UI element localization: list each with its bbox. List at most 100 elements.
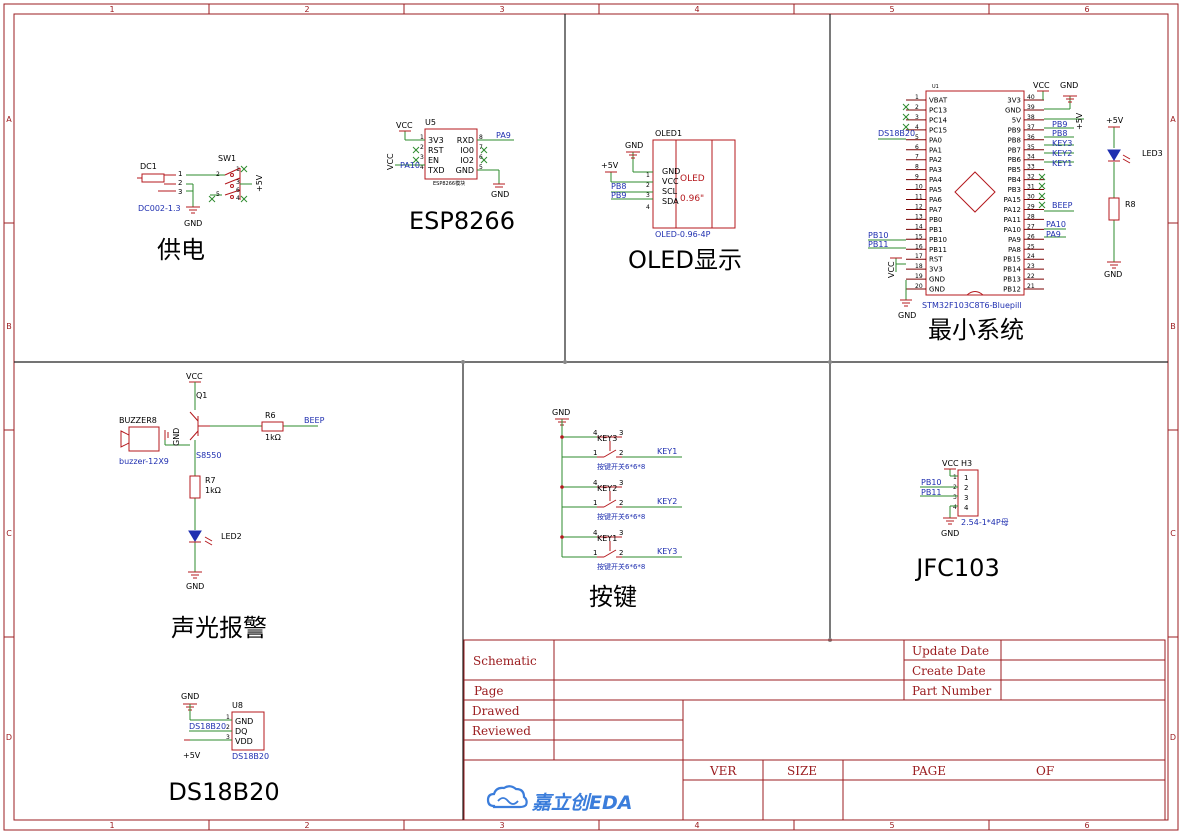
- svg-text:2: 2: [646, 182, 650, 189]
- jfc-ref: H3: [961, 459, 972, 468]
- col-label: 3: [499, 5, 504, 14]
- mcu-nc-marks: [902, 103, 1046, 209]
- led2-ref: LED2: [221, 532, 242, 541]
- alarm-gnd-label: GND: [186, 582, 204, 591]
- esp-part: ESP8266模块: [433, 180, 465, 187]
- mcu-left-pin-number: 3: [915, 114, 919, 121]
- mcu-net-pb10: PB10: [868, 231, 889, 240]
- no-connect-marks: [208, 165, 248, 203]
- mcu-left-pin-label: RST: [929, 256, 943, 264]
- section-titles: 供电 ESP8266 OLED显示 最小系统 声光报警 按键 JFC103 DS…: [157, 207, 1024, 806]
- svg-text:6: 6: [236, 187, 240, 194]
- key-pin: 3: [619, 529, 623, 537]
- mcu-left-pin-number: 8: [915, 164, 919, 171]
- svg-text:RXD: RXD: [457, 136, 474, 145]
- mcu-logo-diamond: [954, 171, 996, 213]
- mcu-right-pin-number: 35: [1027, 144, 1035, 151]
- oled-section: OLED1 GND VCC SCL SDA 1 2 3 4 OLED 0.96"…: [601, 129, 736, 239]
- mcu-body: [925, 90, 1025, 296]
- mcu-left-pin-label: PA6: [929, 196, 943, 204]
- mcu-right-pin-number: 28: [1027, 213, 1035, 220]
- svg-text:1: 1: [646, 172, 650, 179]
- switch-symbol: [224, 167, 241, 200]
- jfc-wires: [920, 469, 958, 518]
- mcu-vcc-label: VCC: [1033, 81, 1050, 90]
- mcu-notch: [966, 291, 984, 296]
- mcu-left-pin-number: 18: [915, 263, 923, 270]
- col-label: 4: [694, 5, 699, 14]
- mcu-right-pin-number: 29: [1027, 203, 1035, 210]
- keys-gnd-label: GND: [552, 408, 570, 417]
- ds-part: DS18B20: [232, 752, 269, 761]
- svg-text:1: 1: [236, 166, 240, 173]
- section-title-ds18b20: DS18B20: [168, 778, 279, 806]
- mcu-right-pin-label: PB8: [1008, 136, 1021, 144]
- section-title-keys: 按键: [589, 583, 637, 611]
- key-ref: KEY2: [597, 484, 617, 493]
- row-label: B: [1170, 322, 1176, 331]
- tb-update-date: Update Date: [912, 644, 989, 658]
- col-label: 6: [1084, 821, 1089, 830]
- mcu-left-pin-number: 20: [915, 283, 923, 290]
- mcu-left-pin-number: 12: [915, 203, 923, 210]
- oled-pb9-net: PB9: [611, 191, 626, 200]
- q1-part: S8550: [196, 451, 221, 460]
- mcu-left-pin-label: PB10: [929, 236, 947, 244]
- svg-text:2: 2: [178, 179, 182, 187]
- mcu-left-pin-label: PB11: [929, 246, 947, 254]
- svg-text:4: 4: [964, 504, 969, 512]
- row-label: C: [1170, 529, 1176, 538]
- cloud-icon: [486, 785, 528, 809]
- mcu-right-pin-number: 39: [1027, 104, 1035, 111]
- ds18b20-section: GND U8 GND DQ VDD 1 2 3 DS18B20 +5V DS18…: [181, 692, 269, 761]
- led3-icon: [1107, 149, 1121, 161]
- mcu-left-pin-number: 11: [915, 194, 923, 201]
- r7-ref: R7: [205, 476, 216, 485]
- svg-text:VCC: VCC: [662, 177, 679, 186]
- power-wires: [186, 174, 225, 207]
- mcu-left-pin-label: PA1: [929, 146, 942, 154]
- mcu-right-pin-number: 34: [1027, 154, 1035, 161]
- mcu-right-pin-number: 25: [1027, 243, 1035, 250]
- logo-text: 嘉立创EDA: [531, 792, 632, 814]
- key-part: 按键开关6*6*8: [597, 462, 645, 471]
- oled-ref: OLED1: [655, 129, 682, 138]
- oled-part: OLED-0.96-4P: [655, 230, 711, 239]
- mcu-led-gnd-label: GND: [1104, 270, 1122, 279]
- switch-pins: 1 2 3 4 5 6: [216, 166, 240, 202]
- section-title-esp8266: ESP8266: [409, 207, 515, 235]
- mcu-left-pin-number: 15: [915, 233, 923, 240]
- esp-gnd-label: GND: [491, 190, 509, 199]
- svg-text:1: 1: [420, 134, 424, 141]
- col-label: 2: [304, 821, 309, 830]
- jfc-outer-numbers: 1 2 3 4: [953, 474, 957, 511]
- col-label: 1: [109, 821, 114, 830]
- buzzer-gnd-label: GND: [172, 428, 181, 446]
- esp-right-pins: RXD IO0 IO2 GND: [456, 136, 474, 175]
- svg-text:TXD: TXD: [427, 166, 445, 175]
- svg-text:EN: EN: [428, 156, 439, 165]
- mcu-left-pin-number: 14: [915, 223, 923, 230]
- jfc-part: 2.54-1*4P母: [961, 518, 1009, 527]
- esp-ref: U5: [425, 118, 436, 127]
- mcu-right-pin-label: 3V3: [1007, 97, 1021, 105]
- mcu-right-pin-label: GND: [1005, 106, 1021, 114]
- row-label: D: [1170, 733, 1176, 742]
- mcu-left-pin-label: GND: [929, 286, 945, 294]
- key-pin: 2: [619, 499, 623, 507]
- title-block-text: Schematic Page Drawed Reviewed Update Da…: [472, 644, 1054, 778]
- gnd-label: GND: [184, 219, 202, 228]
- svg-text:VDD: VDD: [235, 737, 253, 746]
- svg-text:2: 2: [216, 171, 220, 178]
- r6-resistor-icon: [261, 421, 284, 432]
- row-label: A: [6, 115, 12, 124]
- eda-logo: 嘉立创EDA: [486, 785, 632, 814]
- esp-vcc-label: VCC: [396, 121, 413, 130]
- esp-wires: [395, 131, 514, 184]
- oled-v5-label: +5V: [601, 161, 619, 170]
- section-title-oled: OLED显示: [628, 246, 742, 274]
- key-pin: 4: [593, 479, 598, 487]
